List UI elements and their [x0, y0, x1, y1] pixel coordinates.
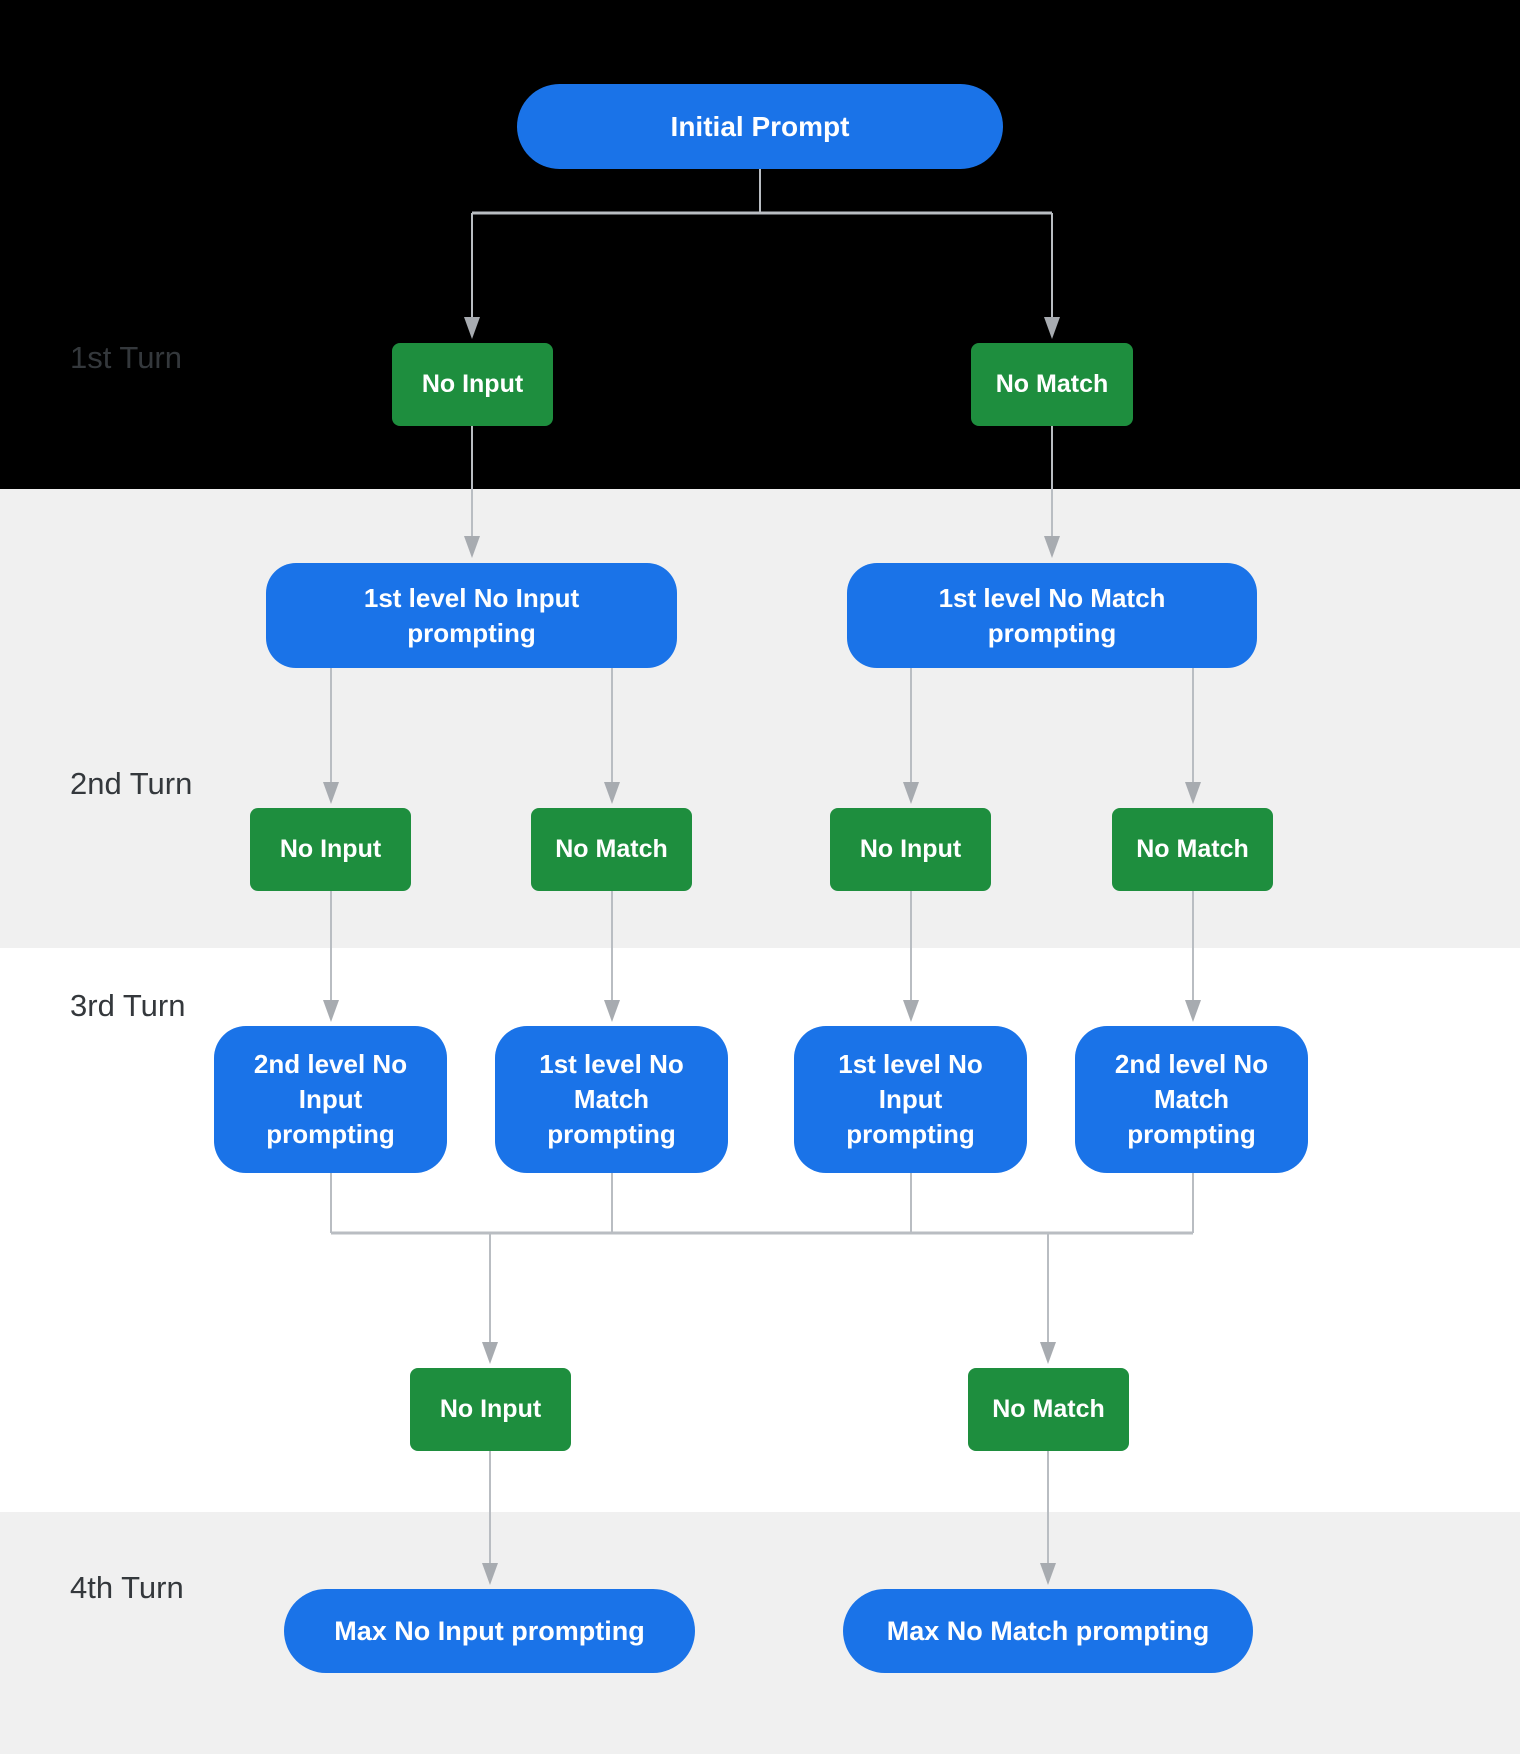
node-t2-no-match-right: No Match	[1112, 808, 1273, 891]
node-t4-max-no-match: Max No Match prompting	[843, 1589, 1253, 1673]
turn-label-1: 1st Turn	[70, 340, 182, 375]
node-t2-no-input-right: No Input	[830, 808, 991, 891]
node-t3-2nd-no-match-prompting: 2nd level No Match prompting	[1075, 1026, 1308, 1173]
turn-label-4: 4th Turn	[70, 1570, 184, 1605]
node-t3-no-input: No Input	[410, 1368, 571, 1451]
node-t3-no-match: No Match	[968, 1368, 1129, 1451]
node-t2-no-input-left: No Input	[250, 808, 411, 891]
node-initial-prompt: Initial Prompt	[517, 84, 1003, 169]
node-t2-no-match-left: No Match	[531, 808, 692, 891]
band-turn-1	[0, 0, 1520, 489]
turn-label-3: 3rd Turn	[70, 988, 186, 1023]
node-t2-no-match-prompting: 1st level No Match prompting	[847, 563, 1257, 668]
connector-strokes	[330, 169, 1194, 1565]
node-t1-no-input: No Input	[392, 343, 553, 426]
node-t2-no-input-prompting: 1st level No Input prompting	[266, 563, 677, 668]
node-t3-1st-no-match-prompting: 1st level No Match prompting	[495, 1026, 728, 1173]
band-turn-4	[0, 1512, 1520, 1754]
arrowheads	[323, 317, 1201, 1585]
node-t1-no-match: No Match	[971, 343, 1133, 426]
node-t3-1st-no-input-prompting: 1st level No Input prompting	[794, 1026, 1027, 1173]
node-t3-2nd-no-input-prompting: 2nd level No Input prompting	[214, 1026, 447, 1173]
turn-label-2: 2nd Turn	[70, 766, 193, 801]
node-t4-max-no-input: Max No Input prompting	[284, 1589, 695, 1673]
